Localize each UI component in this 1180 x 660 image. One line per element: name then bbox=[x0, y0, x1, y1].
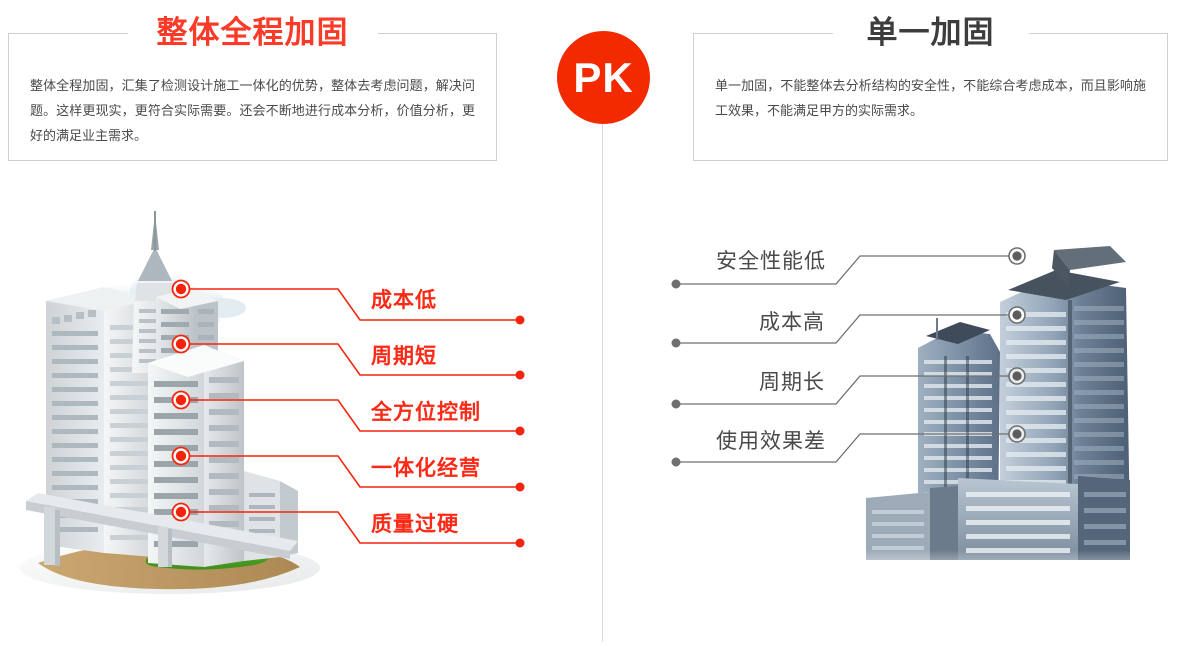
left-title-gap bbox=[128, 31, 378, 36]
right-feature-label-3: 周期长 bbox=[759, 371, 825, 394]
right-title-gap bbox=[833, 31, 1029, 36]
left-building-illustration bbox=[20, 211, 320, 594]
left-feature-label-5: 质量过硬 bbox=[371, 513, 459, 536]
right-feature-label-4: 使用效果差 bbox=[716, 430, 826, 453]
right-building-photo bbox=[840, 246, 1180, 580]
left-feature-label-3: 全方位控制 bbox=[371, 401, 481, 424]
pk-badge: PK bbox=[557, 31, 650, 124]
right-panel-title: 单一加固 bbox=[866, 15, 995, 50]
left-comparison-panel: 整体全程加固 整体全程加固，汇集了检测设计施工一体化的优势，整体去考虑问题，解决… bbox=[8, 15, 497, 161]
left-feature-label-2: 周期短 bbox=[371, 345, 437, 368]
pk-divider-line bbox=[602, 124, 603, 642]
left-feature-label-4: 一体化经营 bbox=[371, 457, 481, 480]
right-feature-label-1: 安全性能低 bbox=[716, 250, 826, 273]
right-feature-label-2: 成本高 bbox=[759, 311, 825, 334]
left-panel-body: 整体全程加固，汇集了检测设计施工一体化的优势，整体去考虑问题，解决问题。这样更现… bbox=[30, 78, 475, 143]
right-panel-body: 单一加固，不能整体去分析结构的安全性，不能综合考虑成本，而且影响施工效果，不能满… bbox=[715, 78, 1146, 118]
left-panel-title: 整体全程加固 bbox=[156, 15, 349, 50]
right-comparison-panel: 单一加固 单一加固，不能整体去分析结构的安全性，不能综合考虑成本，而且影响施工效… bbox=[693, 15, 1168, 161]
left-feature-label-1: 成本低 bbox=[371, 289, 437, 312]
